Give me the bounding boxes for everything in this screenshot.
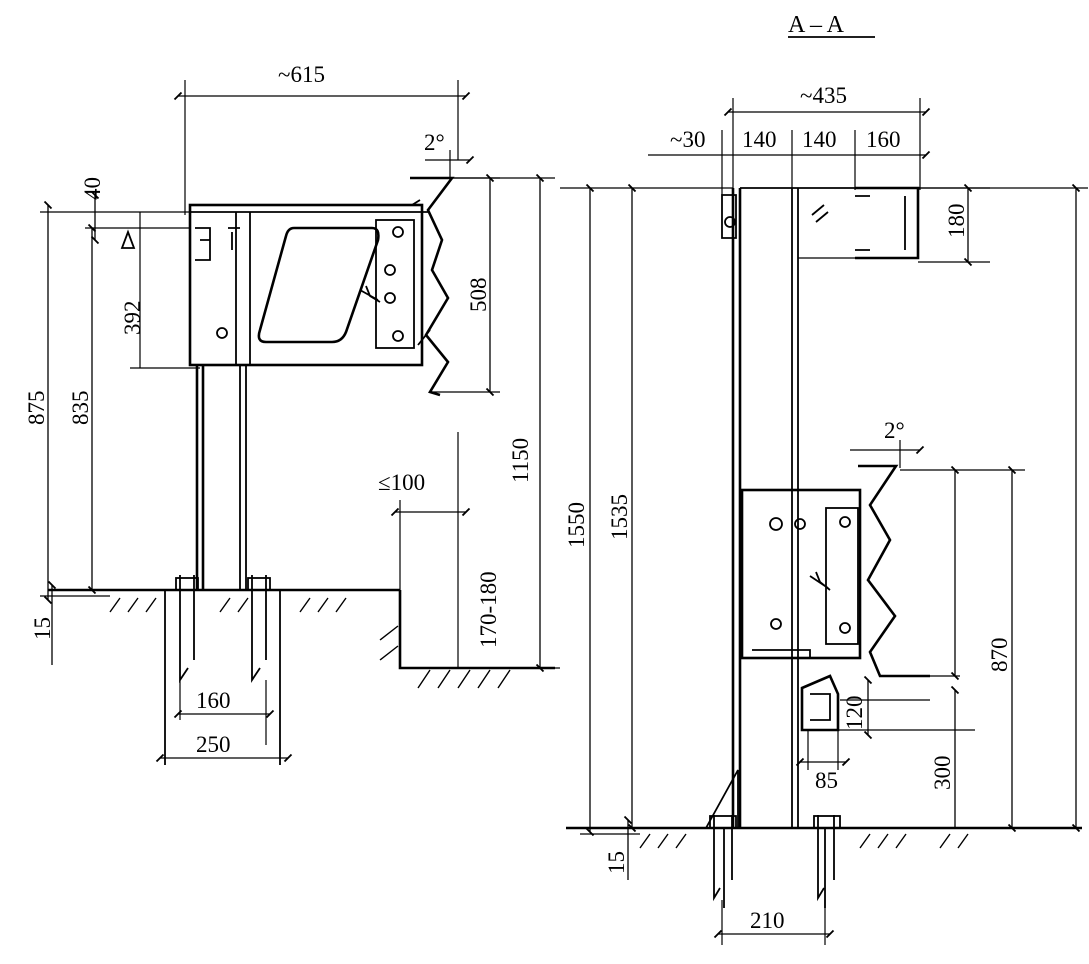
dim-120: 120	[842, 696, 867, 731]
dim-392: 392	[120, 301, 145, 336]
dim-1150: 1150	[508, 438, 533, 483]
left-view: ~615 2° 40 392 508 875 835 1150 ≤100 170…	[24, 62, 560, 765]
dim-angle-2deg: 2°	[424, 130, 445, 155]
dim-300: 300	[930, 756, 955, 791]
dim-160-section: 160	[866, 127, 901, 152]
dim-140-a: 140	[742, 127, 777, 152]
dim-width-615: ~615	[278, 62, 325, 87]
dim-15-left: 15	[30, 617, 55, 640]
section-guardrail	[740, 464, 930, 732]
dim-508: 508	[466, 278, 491, 313]
section-dimensions	[560, 98, 1088, 945]
dim-250: 250	[196, 732, 231, 757]
dim-le-100: ≤100	[378, 470, 425, 495]
section-ground	[566, 826, 1082, 849]
dim-180: 180	[944, 204, 969, 239]
dim-140-b: 140	[802, 127, 837, 152]
section-top-channel	[740, 186, 920, 260]
dim-870: 870	[987, 638, 1012, 673]
section-post	[721, 188, 799, 828]
left-posts	[195, 365, 247, 590]
left-frame	[188, 176, 455, 397]
dim-170-180: 170-180	[476, 571, 501, 648]
dim-angle-2deg-section: 2°	[884, 418, 905, 443]
dim-875: 875	[24, 391, 49, 426]
section-view: A – A	[560, 12, 1088, 945]
dim-40: 40	[80, 177, 105, 200]
dim-30: ~30	[670, 127, 705, 152]
dim-160-left: 160	[196, 688, 231, 713]
dim-210: 210	[750, 908, 785, 933]
dim-835: 835	[68, 391, 93, 426]
dim-15-section: 15	[604, 851, 629, 874]
dim-1550: 1550	[564, 502, 589, 548]
dim-85: 85	[815, 768, 838, 793]
left-dimensions	[40, 80, 560, 763]
dim-1535: 1535	[607, 494, 632, 540]
section-title: A – A	[788, 12, 845, 38]
dim-width-435: ~435	[800, 83, 847, 108]
